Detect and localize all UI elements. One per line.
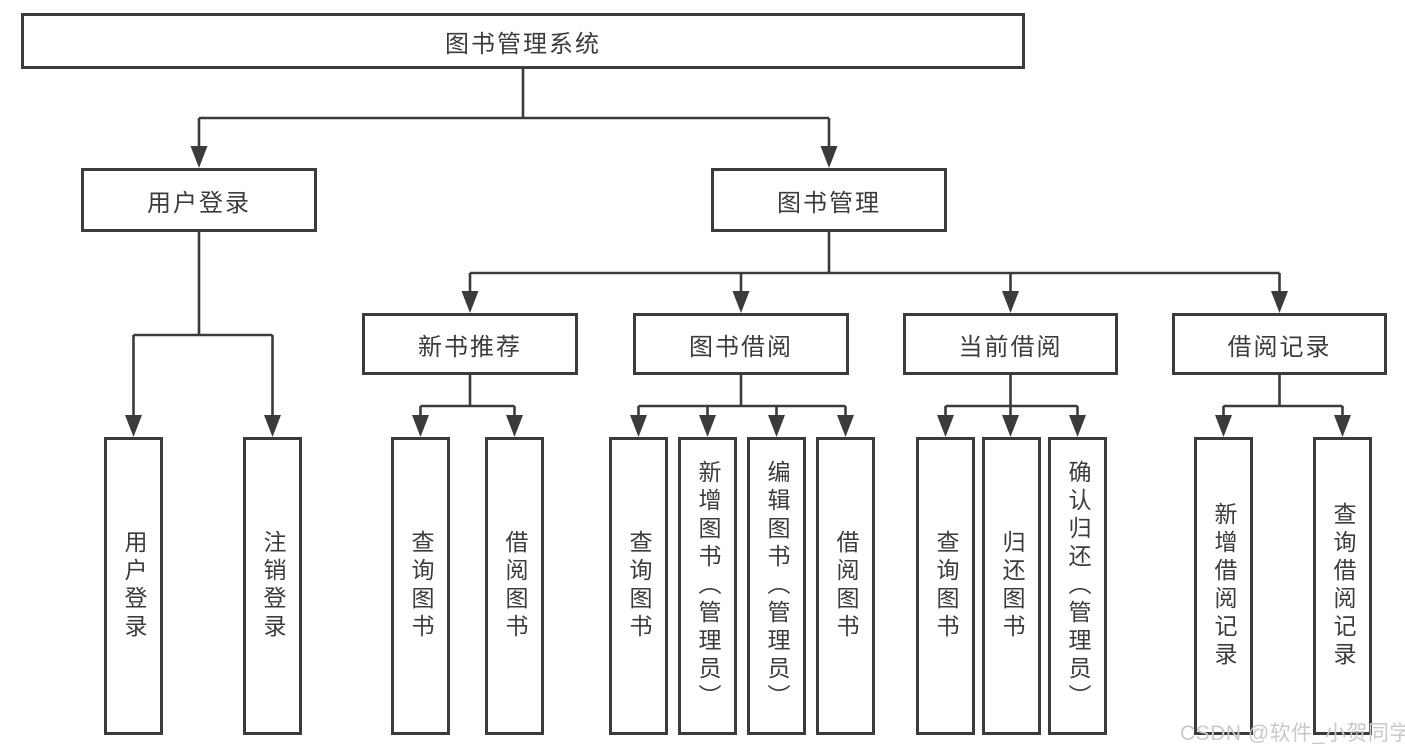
leaf-borrow-edit-books-admin: 编辑图书（管理员）: [747, 437, 806, 735]
connector-bookborrow-to-leaves: [630, 375, 854, 437]
connector-borrowrecords-to-leaves: [1215, 375, 1351, 437]
node-new-book-recommend: 新书推荐: [362, 313, 578, 375]
node-label: 用户登录: [121, 530, 147, 642]
leaf-borrow-add-books-admin: 新增图书（管理员）: [678, 437, 737, 735]
leaf-borrow-query-books: 查询图书: [609, 437, 668, 735]
node-label: 借阅图书: [502, 530, 528, 642]
node-user-login-branch: 用户登录: [81, 168, 317, 232]
node-label: 注销登录: [260, 530, 286, 642]
node-current-borrowing: 当前借阅: [903, 313, 1118, 375]
leaf-recommend-query-books: 查询图书: [391, 437, 450, 735]
leaf-current-query-books: 查询图书: [916, 437, 975, 735]
node-book-management: 图书管理: [711, 168, 947, 232]
leaf-logout: 注销登录: [243, 437, 302, 735]
connector-root-to-level2: [190, 69, 838, 168]
node-label: 图书管理系统: [445, 30, 601, 58]
node-root-library-system: 图书管理系统: [21, 13, 1025, 69]
leaf-borrow-borrow-books: 借阅图书: [816, 437, 875, 735]
leaf-current-confirm-return-admin: 确认归还（管理员）: [1048, 437, 1107, 735]
node-label: 编辑图书（管理员）: [764, 460, 790, 712]
node-label: 归还图书: [999, 530, 1025, 642]
node-label: 查询图书: [933, 530, 959, 642]
leaf-records-add-record: 新增借阅记录: [1194, 437, 1253, 735]
node-label: 借阅图书: [833, 530, 859, 642]
node-label: 当前借阅: [958, 333, 1063, 361]
connector-newbookrec-to-leaves: [412, 375, 523, 437]
leaf-recommend-borrow-books: 借阅图书: [485, 437, 544, 735]
node-label: 图书管理: [777, 189, 881, 217]
node-label: 用户登录: [147, 189, 251, 217]
leaf-records-query-record: 查询借阅记录: [1313, 437, 1372, 735]
leaf-current-return-books: 归还图书: [982, 437, 1041, 735]
node-book-borrowing: 图书借阅: [633, 313, 849, 375]
node-label: 查询图书: [626, 530, 652, 642]
node-label: 借阅记录: [1227, 333, 1332, 361]
node-label: 新书推荐: [418, 333, 522, 361]
csdn-watermark: CSDN @软件_小贺同学: [1180, 722, 1405, 745]
node-label: 新增借阅记录: [1211, 502, 1237, 670]
connector-bookmgmt-to-level3: [461, 232, 1288, 313]
node-label: 图书借阅: [689, 333, 793, 361]
node-borrow-records: 借阅记录: [1172, 313, 1387, 375]
node-label: 确认归还（管理员）: [1065, 460, 1091, 712]
connector-userlogin-to-leaves: [125, 232, 281, 437]
node-label: 新增图书（管理员）: [695, 460, 721, 712]
node-label: 查询借阅记录: [1330, 502, 1356, 670]
node-label: 查询图书: [408, 530, 434, 642]
connector-currentborrow-to-leaves: [937, 375, 1086, 437]
leaf-user-login: 用户登录: [104, 437, 163, 735]
